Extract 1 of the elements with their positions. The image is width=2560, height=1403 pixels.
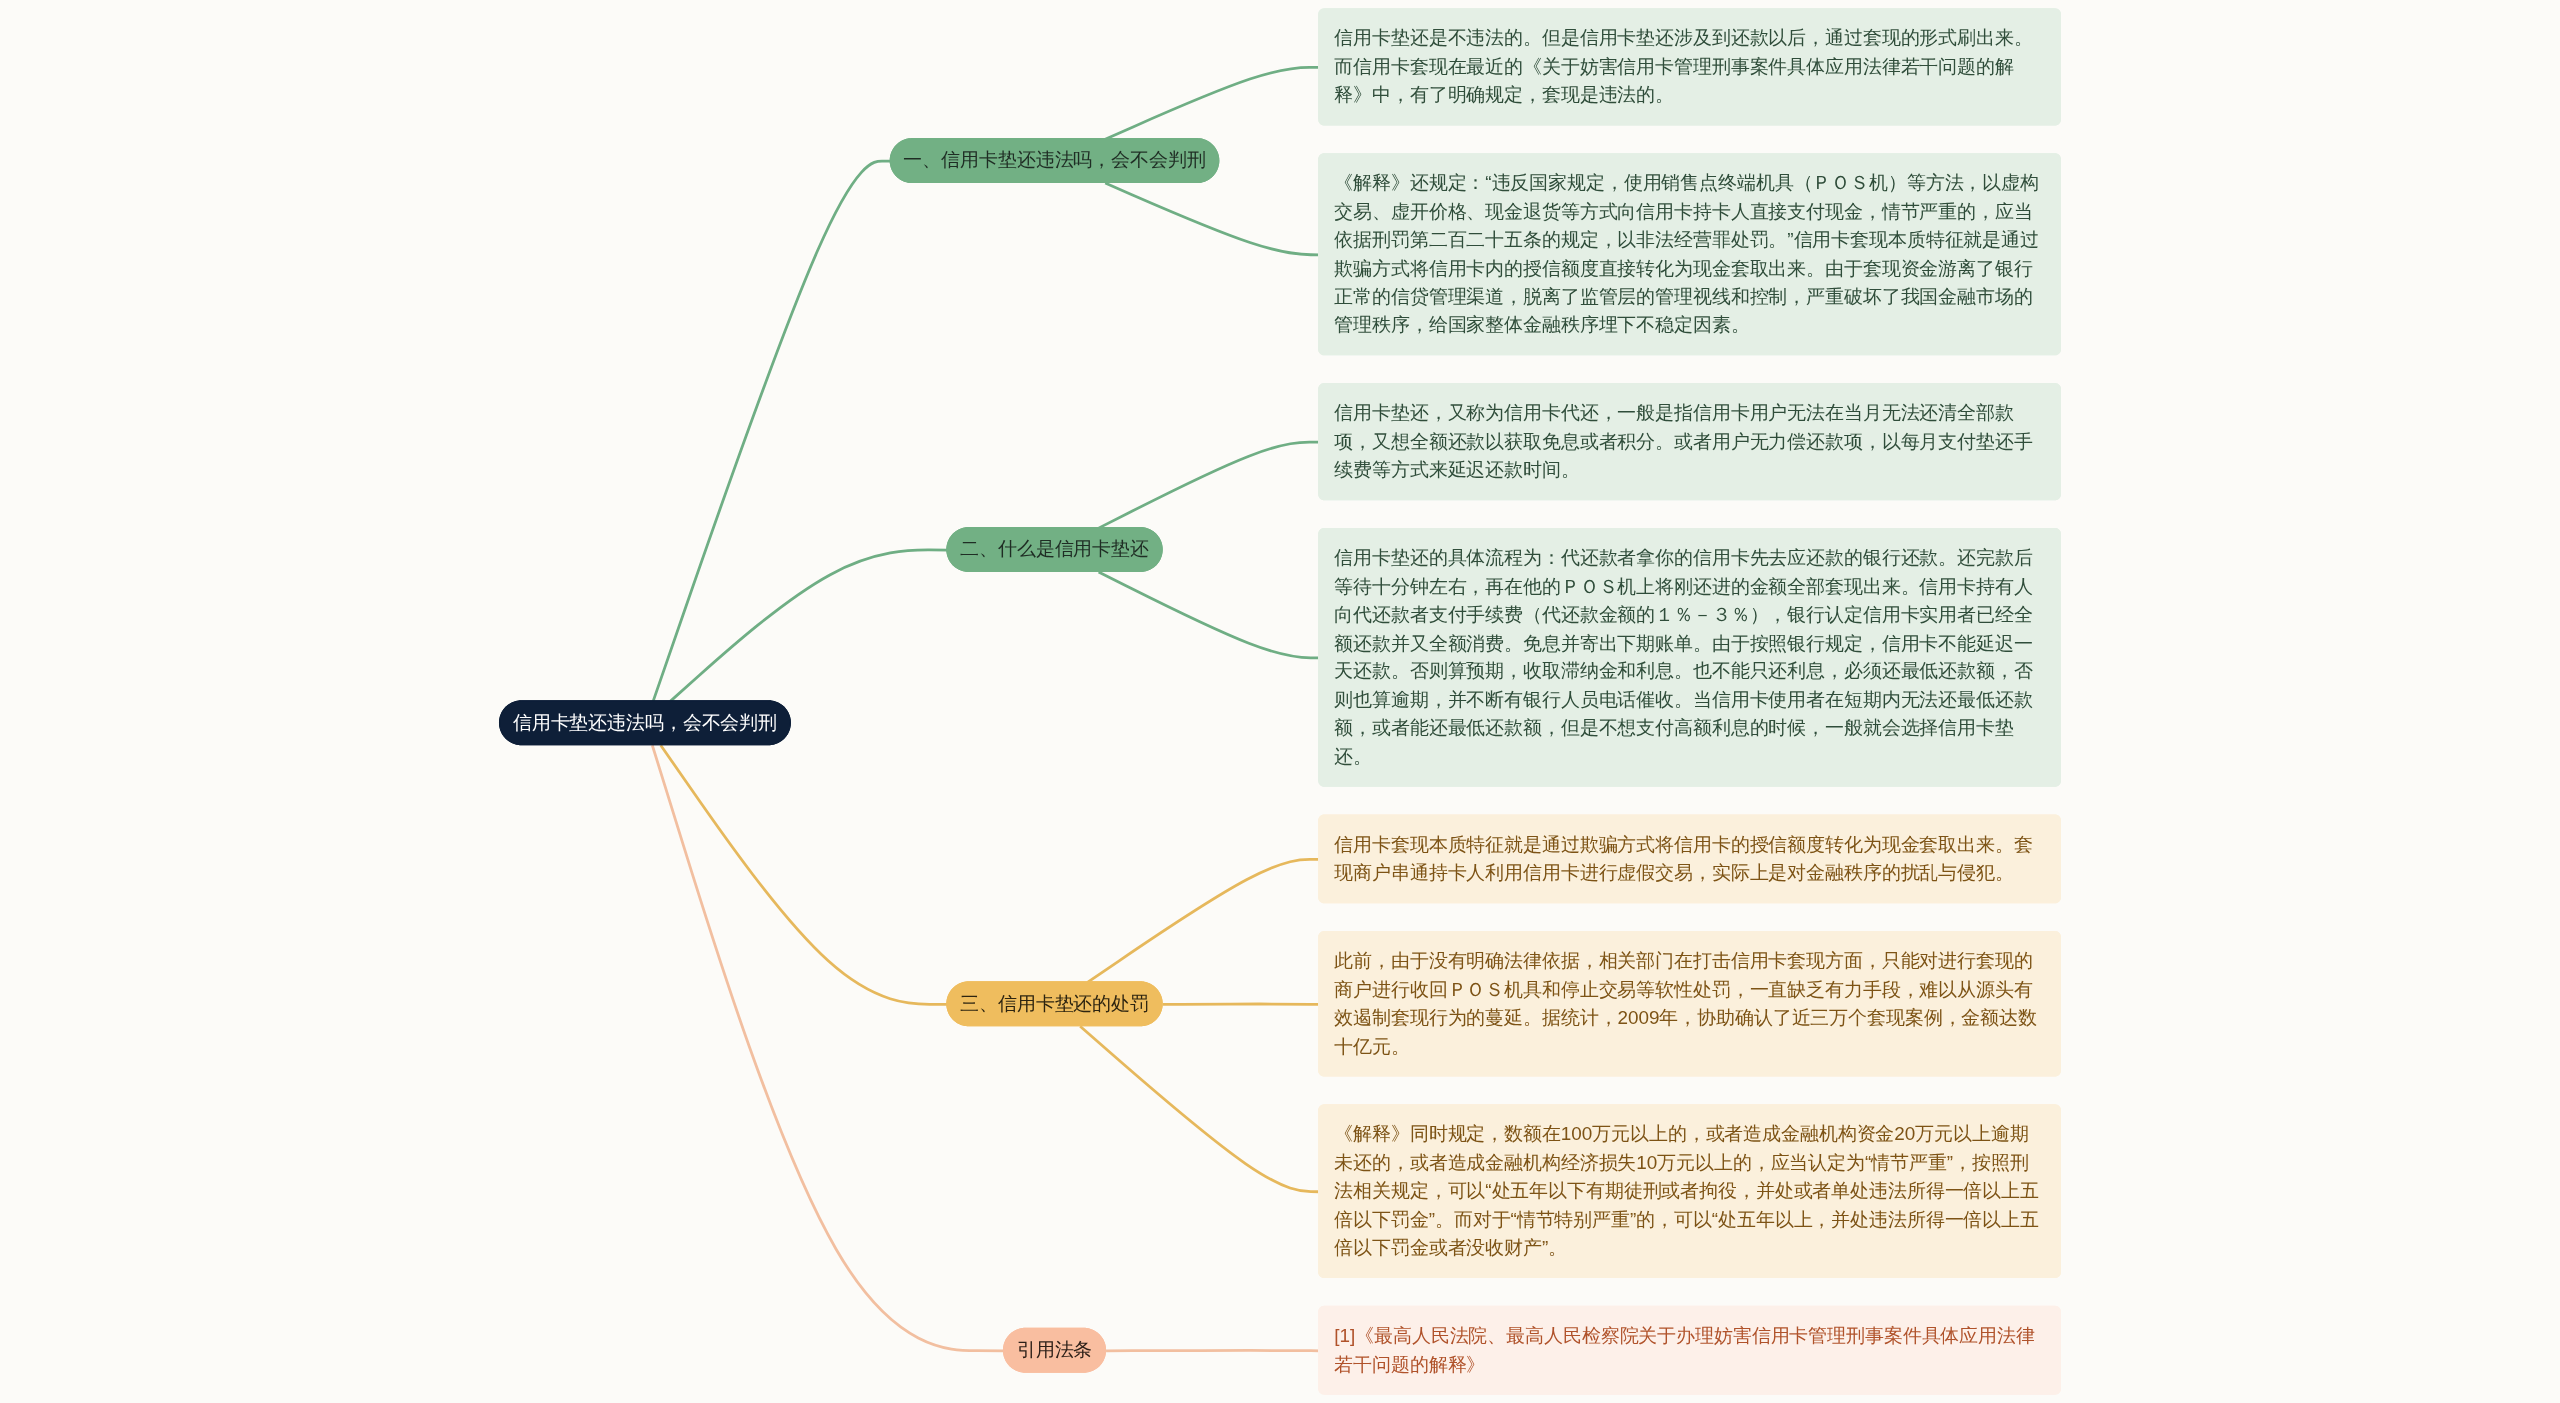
connector bbox=[651, 159, 891, 702]
